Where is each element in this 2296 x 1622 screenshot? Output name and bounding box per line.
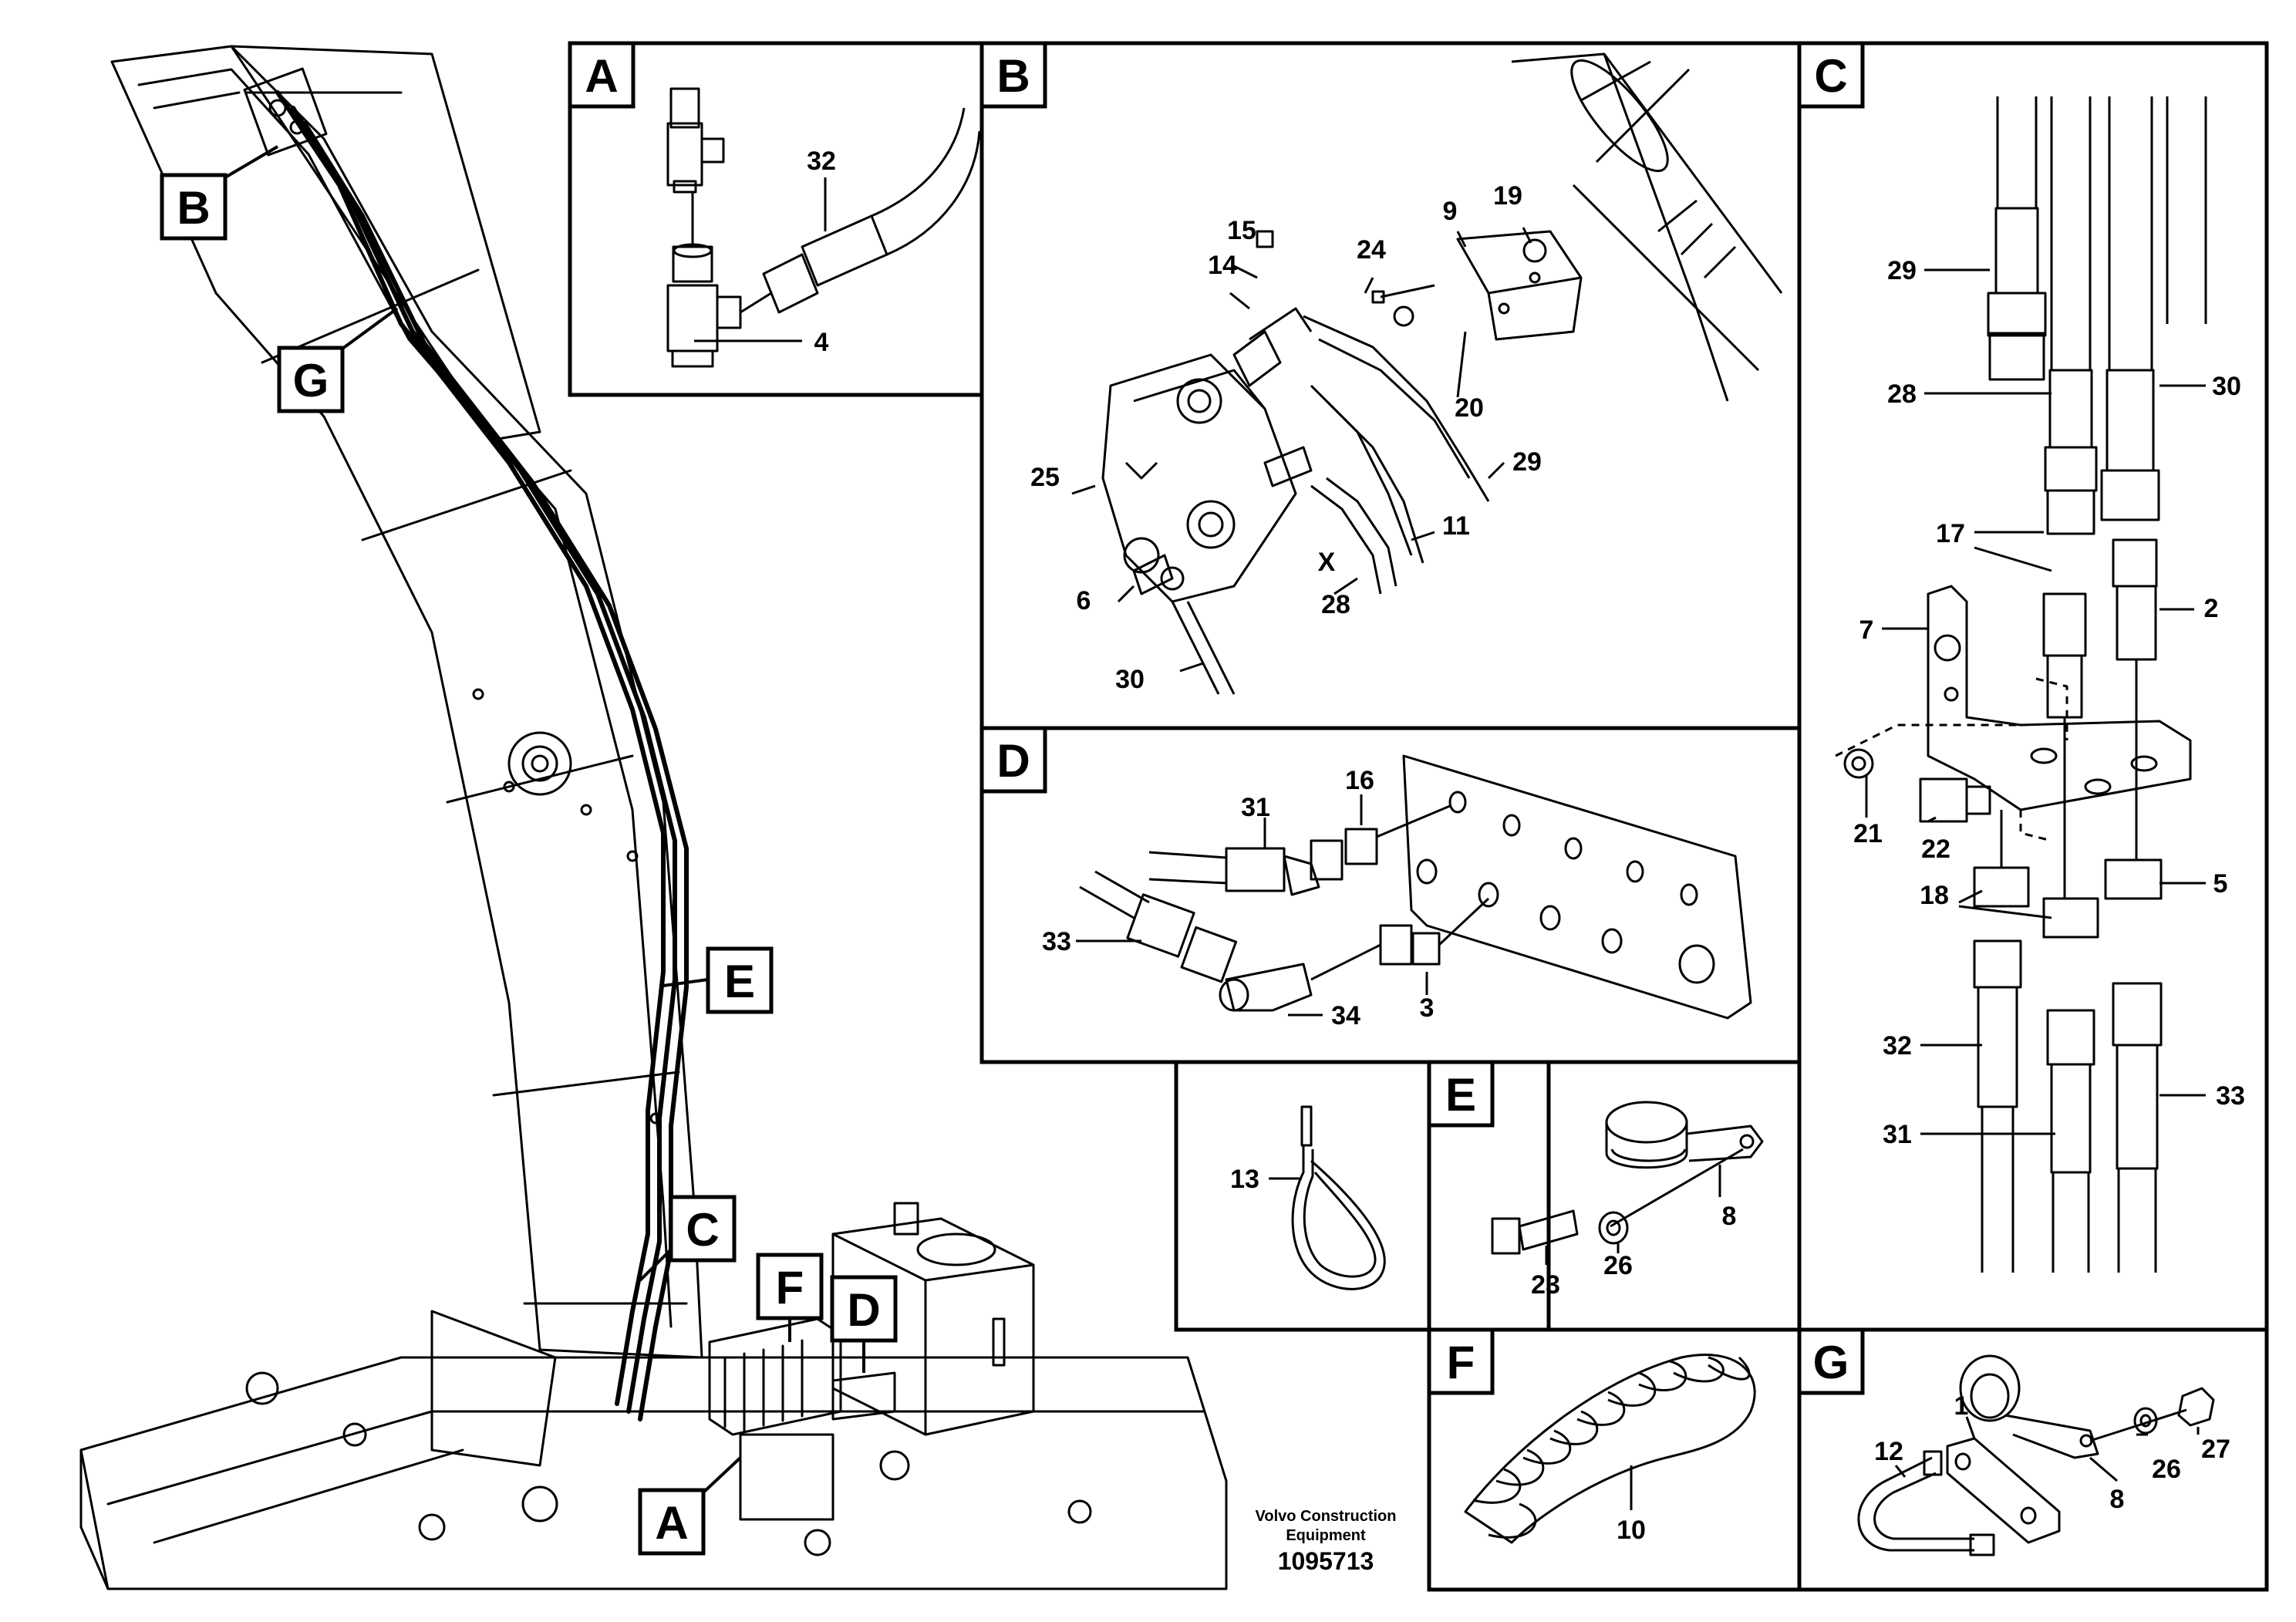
label-10: 10 [1617, 1516, 1646, 1545]
label-12: 12 [1874, 1437, 1903, 1466]
panel-B-labels: 15 24 9 19 14 20 29 25 11 X 6 28 30 [1030, 181, 1542, 694]
callout-F-text: F [776, 1262, 804, 1313]
panel-D-labels: 31 16 33 34 3 [1042, 766, 1434, 1030]
panel-C-drawing [1835, 96, 2207, 1273]
company-line2: Equipment [1286, 1527, 1366, 1544]
panel-F-drawing [1464, 1354, 1756, 1544]
callout-G[interactable]: G [277, 307, 399, 413]
callout-B[interactable]: B [160, 145, 279, 241]
label-30: 30 [1115, 665, 1145, 694]
label-28: 28 [1887, 379, 1917, 409]
panel-tie-labels: 13 [1230, 1165, 1259, 1194]
label-14: 14 [1208, 251, 1237, 280]
panel-C-labels: 29 28 30 17 2 7 21 22 5 18 32 33 31 [1853, 256, 2245, 1149]
label-27: 27 [2201, 1435, 2230, 1464]
panel-D-letter: D [996, 735, 1030, 787]
label-3: 3 [1420, 993, 1435, 1023]
panel-E-labels: 8 23 26 [1531, 1202, 1736, 1300]
callout-F[interactable]: F [756, 1253, 824, 1342]
label-11: 11 [1442, 511, 1470, 541]
label-18: 18 [1920, 881, 1949, 910]
machine-overview [79, 45, 1228, 1590]
panel-D-drawing [1076, 754, 1752, 1020]
label-26: 26 [1603, 1251, 1633, 1280]
panel-frames [568, 41, 2269, 1592]
panel-A-labels: 32 4 [807, 147, 836, 357]
label-7: 7 [1859, 615, 1874, 645]
panel-G-drawing [1857, 1354, 2215, 1556]
label-33: 33 [1042, 927, 1071, 956]
callout-G-text: G [293, 355, 329, 406]
label-31: 31 [1883, 1120, 1912, 1149]
label-33: 33 [2216, 1081, 2245, 1111]
label-30: 30 [2212, 372, 2241, 401]
label-8: 8 [1722, 1202, 1737, 1231]
label-29: 29 [1887, 256, 1917, 285]
label-25: 25 [1030, 463, 1060, 492]
label-15: 15 [1227, 216, 1256, 245]
label-28: 28 [1321, 590, 1350, 619]
panel-G-labels: 1 12 26 27 8 [1874, 1391, 2230, 1514]
label-23: 23 [1531, 1270, 1560, 1300]
label-2: 2 [2204, 594, 2219, 623]
label-5: 5 [2213, 869, 2228, 899]
callout-D[interactable]: D [830, 1275, 898, 1373]
callout-A-text: A [655, 1497, 688, 1549]
label-16: 16 [1345, 766, 1374, 795]
panel-B-letter: B [996, 50, 1030, 102]
main-callouts: B G E C F D A [160, 145, 898, 1556]
callout-D-text: D [847, 1284, 880, 1336]
panel-F-letter: F [1447, 1337, 1475, 1388]
callout-E-text: E [724, 956, 755, 1007]
panel-F-labels: 10 [1617, 1516, 1646, 1545]
label-13: 13 [1230, 1165, 1259, 1194]
label-22: 22 [1921, 835, 1950, 864]
label-21: 21 [1853, 819, 1883, 848]
callout-C-text: C [686, 1204, 719, 1256]
callout-C[interactable]: C [639, 1195, 737, 1282]
panel-tie-drawing [1269, 1105, 1386, 1290]
callout-B-text: B [177, 182, 210, 234]
label-26: 26 [2152, 1455, 2181, 1484]
label-19: 19 [1493, 181, 1522, 211]
panel-B-drawing [1071, 52, 1783, 695]
label-4: 4 [814, 328, 829, 357]
panel-G-letter: G [1813, 1337, 1849, 1388]
label-1: 1 [1954, 1391, 1969, 1421]
label-9: 9 [1443, 197, 1458, 226]
label-32: 32 [1883, 1031, 1912, 1061]
panel-E-letter: E [1445, 1069, 1476, 1121]
label-20: 20 [1455, 393, 1484, 423]
panel-A-letter: A [585, 50, 618, 102]
label-31: 31 [1241, 793, 1270, 822]
label-17: 17 [1936, 519, 1965, 548]
label-24: 24 [1357, 235, 1386, 265]
doc-number: 1095713 [1278, 1547, 1374, 1575]
callout-A[interactable]: A [638, 1456, 742, 1556]
callout-E[interactable]: E [663, 946, 774, 1014]
label-29: 29 [1512, 447, 1542, 477]
company-line1: Volvo Construction [1256, 1508, 1397, 1525]
label-34: 34 [1331, 1001, 1360, 1030]
label-8: 8 [2110, 1485, 2125, 1514]
panel-A-drawing [666, 87, 981, 368]
label-32: 32 [807, 147, 836, 176]
panel-C-letter: C [1814, 50, 1847, 102]
label-X: X [1318, 548, 1336, 577]
panel-letters: A B C D E F G [568, 41, 1865, 1395]
footer: Volvo Construction Equipment 1095713 [1256, 1508, 1397, 1575]
panel-E-drawing [1491, 1101, 1764, 1265]
label-6: 6 [1077, 586, 1091, 615]
